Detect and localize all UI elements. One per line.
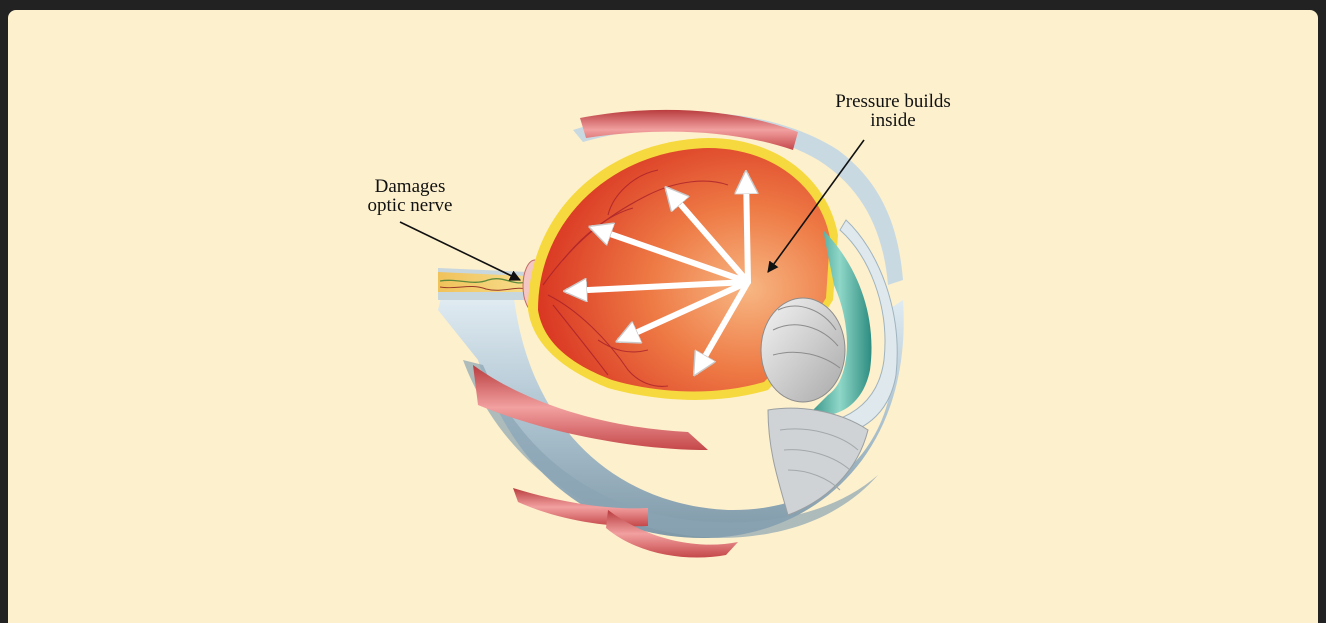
lens xyxy=(761,298,845,402)
diagram-canvas: Damages optic nerve Pressure builds insi… xyxy=(8,10,1318,623)
optic-nerve-label-line2: optic nerve xyxy=(348,196,472,215)
pressure-label-line2: inside xyxy=(813,111,973,130)
eye-cross-section xyxy=(8,10,1318,623)
optic-nerve-label-line1: Damages xyxy=(348,177,472,196)
pressure-label-line1: Pressure builds xyxy=(813,92,973,111)
pressure-label: Pressure builds inside xyxy=(813,92,973,130)
pressure-arrow xyxy=(746,175,748,282)
optic-nerve-label: Damages optic nerve xyxy=(348,177,472,215)
ciliary-body xyxy=(768,408,868,515)
